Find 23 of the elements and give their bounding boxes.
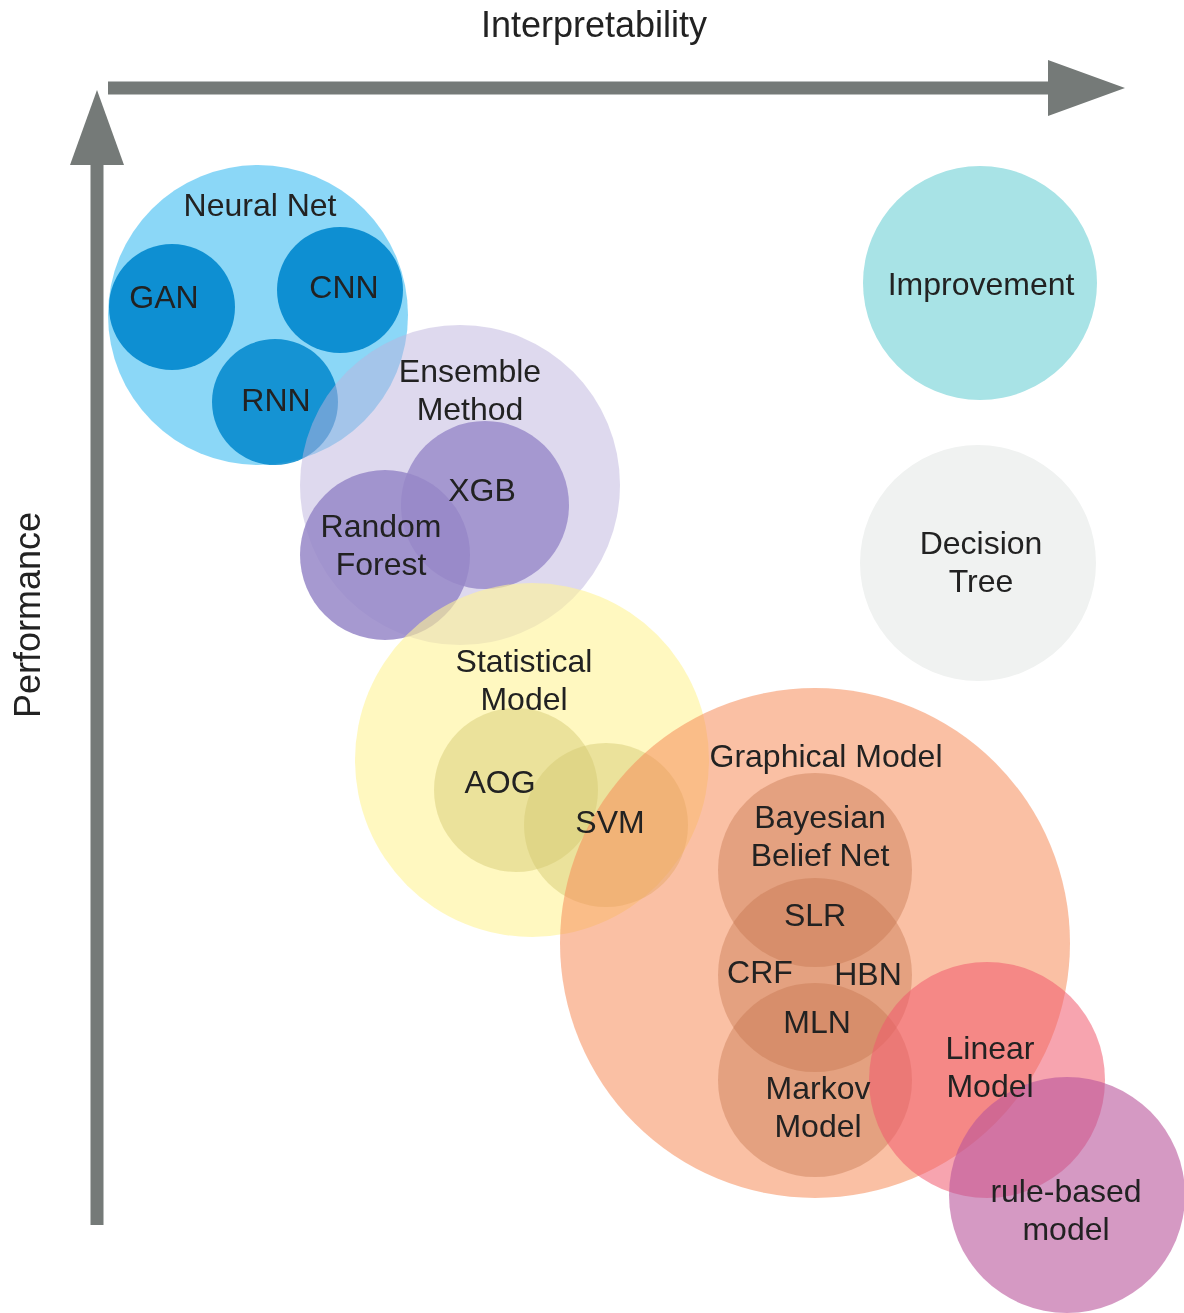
bubble-label: Graphical Model: [708, 737, 944, 775]
bubble-label: CRF: [726, 953, 794, 991]
bubble-label: MLN: [782, 1003, 852, 1041]
bubble-label: Random Forest: [319, 507, 443, 583]
bubble-label: RNN: [240, 381, 312, 419]
bubble-label: rule-based model: [989, 1172, 1143, 1248]
bubble-label: HBN: [833, 955, 903, 993]
bubble-label: AOG: [463, 763, 537, 801]
bubble-label: Decision Tree: [918, 524, 1044, 600]
bubble-label: SVM: [574, 803, 646, 841]
bubble-label: Neural Net: [182, 186, 338, 224]
bubble-label: Markov Model: [764, 1069, 872, 1145]
bubble-label: CNN: [308, 268, 380, 306]
bubble-label: Improvement: [886, 265, 1076, 303]
bubble-label: XGB: [447, 471, 517, 509]
axis-title: Interpretability: [480, 4, 708, 46]
bubble-label: Bayesian Belief Net: [749, 798, 891, 874]
bubble-label: Linear Model: [944, 1029, 1036, 1105]
bubble-label: GAN: [128, 278, 200, 316]
bubble-label: Statistical Model: [454, 642, 594, 718]
bubble-label: Ensemble Method: [397, 352, 543, 428]
axis-title: Performance: [7, 511, 49, 719]
bubble-label: SLR: [782, 896, 848, 934]
